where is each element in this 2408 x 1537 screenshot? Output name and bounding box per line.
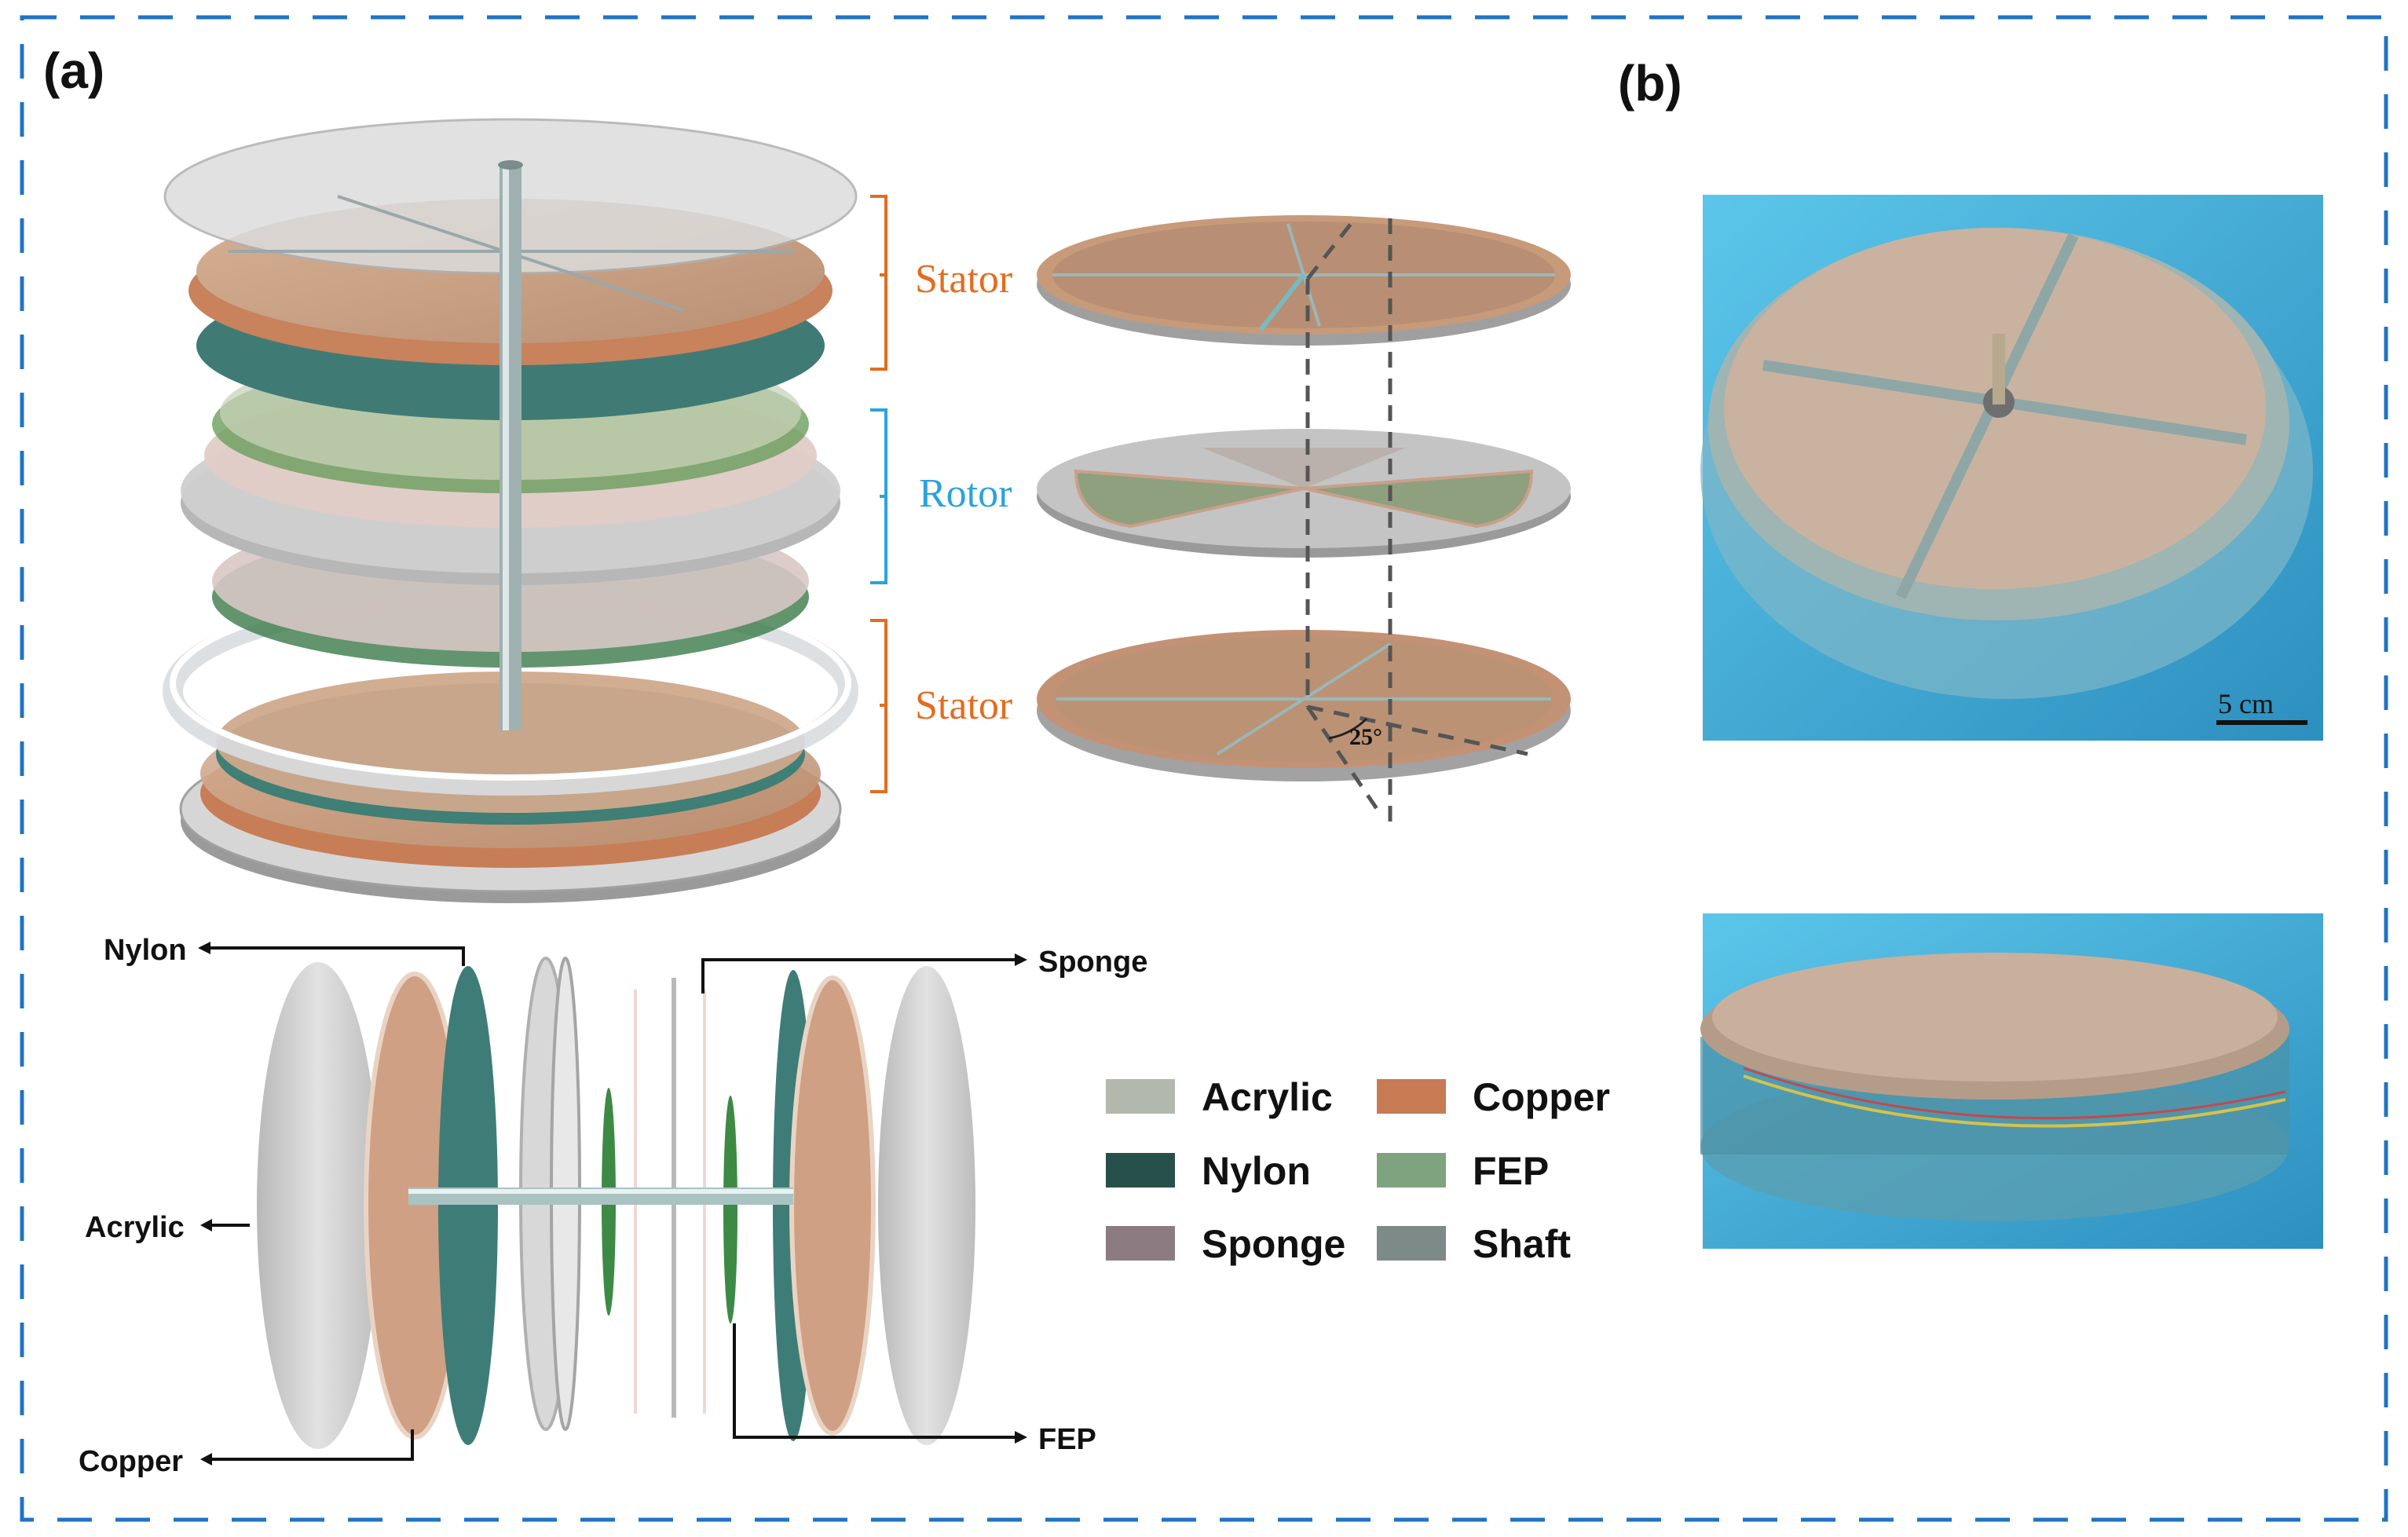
svg-text:Copper: Copper [79, 1445, 183, 1478]
callout-acrylic: Acrylic [85, 1211, 250, 1244]
legend-label-fep: FEP [1473, 1149, 1549, 1193]
legend-swatch-sponge [1106, 1226, 1175, 1261]
legend-label-nylon: Nylon [1202, 1149, 1311, 1193]
label-stator-bottom: Stator [915, 683, 1012, 728]
label-rotor: Rotor [919, 471, 1012, 516]
legend-swatch-copper [1377, 1079, 1446, 1114]
exploded-stack-diagram [163, 118, 858, 903]
legend-swatch-acrylic [1106, 1079, 1175, 1114]
brace-rotor: Rotor [870, 408, 1012, 584]
svg-text:Nylon: Nylon [104, 934, 187, 967]
svg-text:FEP: FEP [1038, 1423, 1096, 1456]
photo-top-view: 5 cm [1700, 195, 2323, 741]
legend-swatch-nylon [1106, 1153, 1175, 1188]
legend-label-copper: Copper [1473, 1075, 1610, 1119]
callout-fep: FEP [733, 1323, 1096, 1456]
schematic-stator-top [1037, 215, 1571, 346]
legend-label-acrylic: Acrylic [1202, 1075, 1333, 1119]
label-stator-top: Stator [915, 257, 1012, 302]
callout-nylon: Nylon [104, 934, 465, 967]
alignment-dashed-lines [1305, 218, 1528, 829]
svg-text:Acrylic: Acrylic [85, 1211, 185, 1244]
dashed-frame [20, 15, 2388, 1522]
angle-label: 25° [1349, 724, 1382, 750]
legend-swatch-shaft [1377, 1226, 1446, 1261]
scale-bar-label: 5 cm [2218, 688, 2274, 719]
schematic-rotor [1037, 429, 1571, 558]
legend-label-sponge: Sponge [1202, 1222, 1345, 1266]
photo-side-view [1700, 913, 2323, 1249]
brace-stator-top: Stator [870, 195, 1012, 371]
panel-label-b: (b) [1618, 55, 1682, 112]
legend-label-shaft: Shaft [1473, 1222, 1571, 1266]
callout-sponge: Sponge [701, 946, 1147, 994]
side-exploded-view [257, 957, 975, 1449]
angle-arc [1328, 717, 1368, 740]
schematic-stator-bottom [1037, 630, 1571, 781]
legend-swatch-fep [1377, 1153, 1446, 1188]
panel-label-a: (a) [43, 42, 104, 99]
brace-stator-bottom: Stator [870, 619, 1012, 793]
svg-text:Sponge: Sponge [1038, 946, 1147, 979]
callout-copper: Copper [79, 1429, 414, 1478]
